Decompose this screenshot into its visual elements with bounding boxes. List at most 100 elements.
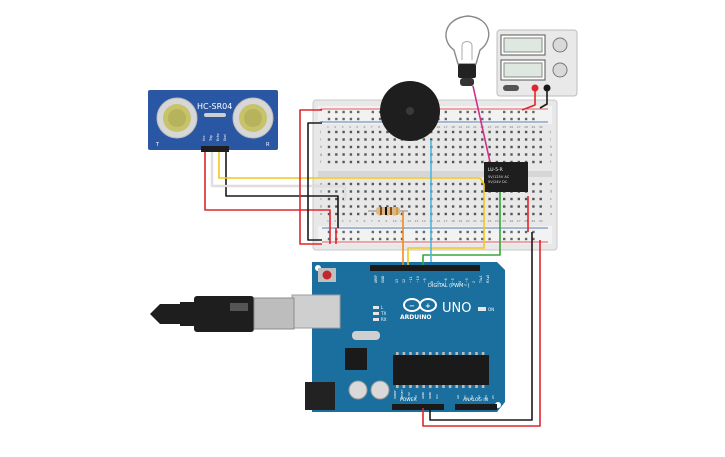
piezo-buzzer[interactable] — [380, 81, 440, 141]
row-label: g — [550, 153, 552, 157]
column-label: 11 — [400, 219, 404, 223]
column-label: 25 — [502, 125, 506, 129]
digital-pwm-label: DIGITAL (PWM~) — [428, 283, 470, 289]
wire-psu-black[interactable] — [539, 88, 548, 109]
digital-pin-label: 7 — [437, 281, 441, 283]
row-label: e — [550, 182, 552, 186]
current-knob-icon[interactable] — [552, 62, 568, 78]
sensor-pin-label: Echo — [216, 133, 220, 141]
column-label: 7 — [371, 219, 373, 223]
column-label: 17 — [444, 219, 448, 223]
wire-5v-red[interactable] — [422, 240, 541, 427]
column-label: 25 — [502, 219, 506, 223]
digital-pin-label: 2 — [472, 281, 476, 283]
digital-pin-label: 13 — [395, 279, 399, 283]
column-label: 3 — [342, 125, 344, 129]
column-label: 3 — [342, 219, 344, 223]
sensor-model-label: HC-SR04 — [197, 102, 232, 111]
column-label: 6 — [364, 219, 366, 223]
digital-pin-label: 12 — [402, 279, 406, 283]
row-label: h — [550, 145, 552, 149]
on-led-label: ON — [488, 307, 494, 312]
column-label: 27 — [517, 125, 521, 129]
digital-pin-label: ~6 — [444, 278, 448, 283]
svg-text:−: − — [409, 302, 415, 310]
sensor-corner-r: R — [266, 142, 270, 148]
digital-pin-label: AREF — [374, 275, 378, 283]
row-label: c — [550, 197, 552, 201]
digital-pin-label: GND — [381, 275, 385, 283]
column-label: 26 — [510, 219, 514, 223]
row-label: f — [550, 160, 552, 164]
column-label: 18 — [451, 219, 455, 223]
power-switch[interactable] — [503, 85, 519, 91]
row-label: c — [320, 197, 322, 201]
wire-rail-red[interactable] — [299, 109, 322, 245]
wire-magenta[interactable] — [472, 85, 491, 163]
power-jack[interactable] — [305, 382, 335, 410]
relay[interactable]: LU-5-R 5V/125V AC 5V/24V DC — [484, 162, 528, 192]
arduino-model: UNO — [442, 301, 471, 316]
column-label: 21 — [473, 125, 477, 129]
wire-green[interactable] — [422, 192, 501, 265]
power-pin-label: 3.3V — [407, 391, 411, 399]
analog-pin-label: A0 — [456, 395, 460, 399]
digital-pin-label: ~3 — [465, 278, 469, 283]
wire-sensor-vcc-red[interactable] — [204, 152, 331, 244]
column-label: 2 — [334, 125, 336, 129]
column-label: 20 — [466, 219, 470, 223]
usb-port[interactable] — [291, 294, 341, 329]
column-label: 24 — [495, 219, 499, 223]
wire-sensor-echo-yellow[interactable] — [218, 152, 485, 265]
digital-header[interactable] — [370, 265, 480, 271]
power-pin-label: IOREF — [393, 390, 397, 399]
column-label: 21 — [473, 219, 477, 223]
power-supply[interactable] — [496, 29, 578, 97]
sensor-pin-label: Trig — [209, 135, 213, 142]
wire-sensor-gnd-black[interactable] — [225, 152, 339, 228]
row-label: f — [320, 160, 322, 164]
power-pin-label: GND — [428, 391, 432, 399]
row-label: h — [320, 145, 322, 149]
analog-header[interactable] — [455, 404, 497, 410]
column-label: 22 — [480, 219, 484, 223]
row-label: j — [549, 130, 551, 134]
power-pin-label: RESET — [400, 389, 404, 399]
reset-button-cap[interactable] — [322, 270, 332, 280]
arduino-logo-text: ARDUINO — [400, 314, 431, 321]
power-header[interactable] — [392, 404, 444, 410]
power-label: POWER — [400, 397, 417, 403]
resistor[interactable] — [368, 207, 408, 215]
column-label: 19 — [458, 125, 462, 129]
usb-cable[interactable] — [150, 296, 295, 332]
relay-title: LU-5-R — [488, 167, 503, 173]
wire-psu-red[interactable] — [521, 88, 536, 111]
rail-sign: − — [319, 119, 323, 125]
l-led-label: L — [381, 305, 384, 310]
column-label: 12 — [407, 219, 411, 223]
column-label: 24 — [495, 125, 499, 129]
digital-pin-label: 8 — [430, 281, 434, 283]
column-label: 30 — [539, 219, 543, 223]
column-label: 23 — [488, 125, 492, 129]
svg-text:+: + — [425, 302, 431, 310]
power-pin-label: Vin — [435, 394, 439, 399]
column-label: 29 — [531, 219, 535, 223]
tx-led-label: TX — [380, 311, 386, 316]
column-label: 23 — [488, 219, 492, 223]
light-bulb[interactable] — [445, 15, 490, 86]
wire-gnd-black[interactable] — [429, 232, 533, 421]
column-label: 28 — [524, 125, 528, 129]
column-label: 8 — [378, 125, 380, 129]
column-label: 4 — [349, 125, 351, 129]
analog-pin-label: A5 — [491, 395, 495, 399]
voltage-knob-icon[interactable] — [552, 37, 568, 53]
column-label: 14 — [422, 219, 426, 223]
column-label: 18 — [451, 125, 455, 129]
wire-rail-black[interactable] — [307, 122, 322, 241]
analog-pin-label: A1 — [463, 395, 467, 399]
